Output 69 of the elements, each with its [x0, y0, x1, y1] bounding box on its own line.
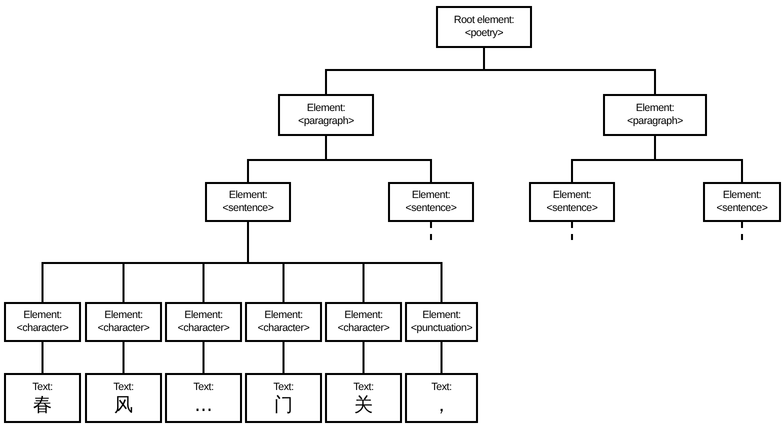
element-box	[405, 302, 478, 342]
node-heading: Text:	[353, 380, 374, 394]
element-box	[529, 182, 615, 222]
dashed-continuation-line	[571, 222, 573, 242]
node-heading: Element:	[722, 189, 762, 202]
element-tag: <character>	[338, 322, 390, 335]
node-heading: Text:	[113, 380, 134, 394]
node-heading: Element:	[422, 309, 461, 322]
element-tag: <sentence>	[406, 202, 456, 215]
node-heading: Text:	[273, 380, 294, 394]
text-value: 风	[114, 394, 133, 416]
node-heading: Element:	[264, 309, 303, 322]
node-heading: Element:	[104, 309, 143, 322]
node-heading: Text:	[193, 380, 214, 394]
node-heading: Element:	[23, 309, 62, 322]
element-box	[165, 302, 242, 342]
node-heading: Text:	[32, 380, 53, 394]
text-value: ，	[432, 394, 451, 416]
dashed-continuation-line	[741, 222, 743, 242]
tree-connector	[440, 342, 442, 373]
node-heading: Root element:	[454, 14, 514, 27]
text-value: 门	[274, 394, 293, 416]
node-heading: Element:	[306, 102, 346, 115]
element-box	[388, 182, 474, 222]
tree-connector	[247, 222, 442, 302]
tree-connector	[202, 342, 204, 373]
text-node-box	[85, 373, 162, 423]
element-tag: <paragraph>	[627, 115, 683, 128]
node-heading: Element:	[552, 189, 592, 202]
element-box	[85, 302, 162, 342]
text-value: ...	[194, 394, 213, 416]
tree-connector	[42, 342, 44, 373]
text-node-box	[325, 373, 402, 423]
text-value: 关	[354, 394, 373, 416]
text-node-box	[165, 373, 242, 423]
node-heading: Element:	[344, 309, 383, 322]
element-box	[245, 302, 322, 342]
root-element-box	[436, 6, 532, 48]
element-box	[325, 302, 402, 342]
element-tag: <character>	[16, 322, 68, 335]
element-box	[205, 182, 291, 222]
tree-connector	[362, 342, 364, 373]
element-box	[278, 94, 374, 136]
text-node-box	[4, 373, 81, 423]
element-tag: <punctuation>	[410, 322, 472, 335]
element-tag: <character>	[258, 322, 310, 335]
node-heading: Element:	[412, 189, 450, 202]
node-heading: Element:	[184, 309, 223, 322]
text-node-box	[405, 373, 478, 423]
text-value: 春	[33, 394, 52, 416]
element-tag: <character>	[178, 322, 230, 335]
tree-connector	[282, 342, 284, 373]
node-heading: Element:	[636, 102, 674, 115]
element-box	[603, 94, 707, 136]
element-box	[703, 182, 781, 222]
element-tag: <paragraph>	[298, 115, 354, 128]
element-box	[4, 302, 81, 342]
tree-connector	[654, 136, 743, 182]
node-heading: Text:	[431, 380, 452, 394]
element-tag: <sentence>	[546, 202, 598, 215]
node-heading: Element:	[228, 189, 268, 202]
tree-connector	[122, 342, 124, 373]
element-tag: <sentence>	[716, 202, 768, 215]
element-tag: <poetry>	[464, 27, 504, 40]
dashed-continuation-line	[430, 222, 432, 242]
tree-connector	[325, 136, 432, 182]
text-node-box	[245, 373, 322, 423]
element-tag: <sentence>	[222, 202, 274, 215]
element-tag: <character>	[98, 322, 150, 335]
